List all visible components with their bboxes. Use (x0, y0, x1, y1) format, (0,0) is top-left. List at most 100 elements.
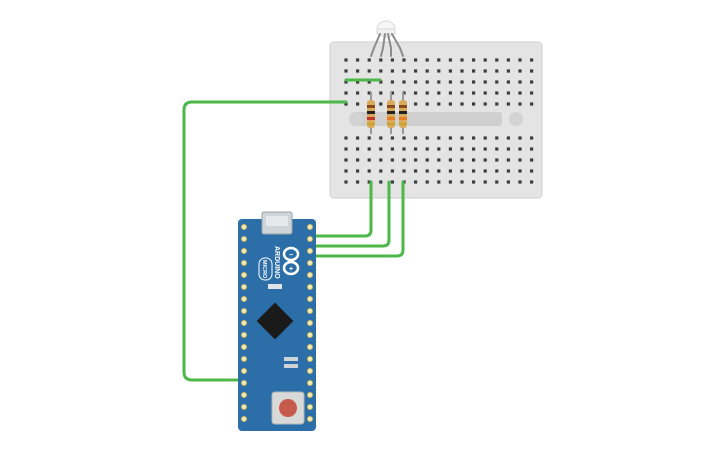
breadboard-hole[interactable] (483, 91, 487, 95)
header-pin[interactable] (306, 223, 313, 230)
breadboard-hole[interactable] (390, 147, 394, 151)
breadboard-hole[interactable] (483, 169, 487, 173)
breadboard-hole[interactable] (344, 180, 348, 184)
breadboard-hole[interactable] (390, 158, 394, 162)
breadboard-hole[interactable] (448, 80, 452, 84)
resistor-2[interactable] (387, 92, 395, 134)
breadboard-hole[interactable] (460, 102, 464, 106)
arduino-micro-board[interactable]: − + ARDUINO MICRO (238, 211, 316, 431)
breadboard-hole[interactable] (437, 169, 441, 173)
breadboard-hole[interactable] (425, 136, 429, 140)
breadboard-hole[interactable] (414, 102, 418, 106)
breadboard-hole[interactable] (472, 58, 476, 62)
breadboard-hole[interactable] (402, 169, 406, 173)
header-pin[interactable] (240, 415, 247, 422)
breadboard-hole[interactable] (356, 69, 360, 73)
breadboard-hole[interactable] (402, 69, 406, 73)
breadboard-hole[interactable] (448, 58, 452, 62)
breadboard-hole[interactable] (530, 91, 534, 95)
breadboard-hole[interactable] (344, 102, 348, 106)
breadboard-hole[interactable] (414, 58, 418, 62)
header-pin[interactable] (306, 403, 313, 410)
breadboard-hole[interactable] (367, 136, 371, 140)
breadboard-hole[interactable] (483, 102, 487, 106)
breadboard-hole[interactable] (530, 158, 534, 162)
breadboard-hole[interactable] (367, 80, 371, 84)
breadboard-hole[interactable] (495, 91, 499, 95)
header-pin[interactable] (240, 223, 247, 230)
breadboard-hole[interactable] (506, 80, 510, 84)
breadboard-hole[interactable] (495, 69, 499, 73)
resistor-3[interactable] (399, 92, 407, 134)
breadboard[interactable] (329, 41, 543, 199)
breadboard-hole[interactable] (448, 158, 452, 162)
breadboard-hole[interactable] (460, 91, 464, 95)
header-pin[interactable] (306, 391, 313, 398)
header-pin[interactable] (240, 331, 247, 338)
breadboard-hole[interactable] (437, 180, 441, 184)
breadboard-hole[interactable] (483, 136, 487, 140)
breadboard-hole[interactable] (437, 158, 441, 162)
breadboard-hole[interactable] (390, 58, 394, 62)
breadboard-hole[interactable] (379, 169, 383, 173)
breadboard-hole[interactable] (437, 58, 441, 62)
breadboard-hole[interactable] (518, 180, 522, 184)
breadboard-hole[interactable] (530, 102, 534, 106)
header-pin[interactable] (306, 343, 313, 350)
header-pin[interactable] (240, 295, 247, 302)
breadboard-hole[interactable] (472, 91, 476, 95)
breadboard-hole[interactable] (437, 80, 441, 84)
breadboard-hole[interactable] (530, 169, 534, 173)
breadboard-hole[interactable] (530, 147, 534, 151)
breadboard-hole[interactable] (367, 147, 371, 151)
breadboard-hole[interactable] (483, 80, 487, 84)
breadboard-hole[interactable] (344, 158, 348, 162)
breadboard-hole[interactable] (367, 180, 371, 184)
breadboard-hole[interactable] (506, 69, 510, 73)
breadboard-hole[interactable] (367, 158, 371, 162)
header-pin[interactable] (306, 355, 313, 362)
breadboard-hole[interactable] (344, 147, 348, 151)
header-pin[interactable] (240, 367, 247, 374)
breadboard-hole[interactable] (460, 80, 464, 84)
breadboard-hole[interactable] (379, 69, 383, 73)
breadboard-hole[interactable] (356, 158, 360, 162)
breadboard-hole[interactable] (448, 180, 452, 184)
header-pin[interactable] (240, 343, 247, 350)
breadboard-hole[interactable] (472, 69, 476, 73)
breadboard-hole[interactable] (518, 158, 522, 162)
breadboard-hole[interactable] (402, 158, 406, 162)
header-pin[interactable] (306, 283, 313, 290)
wire-red-channel[interactable] (308, 180, 373, 238)
breadboard-hole[interactable] (518, 69, 522, 73)
breadboard-hole[interactable] (460, 69, 464, 73)
breadboard-hole[interactable] (518, 91, 522, 95)
breadboard-hole[interactable] (425, 91, 429, 95)
breadboard-hole[interactable] (518, 169, 522, 173)
header-pin[interactable] (240, 355, 247, 362)
breadboard-hole[interactable] (460, 180, 464, 184)
breadboard-hole[interactable] (414, 136, 418, 140)
breadboard-hole[interactable] (506, 169, 510, 173)
breadboard-hole[interactable] (506, 136, 510, 140)
breadboard-hole[interactable] (390, 91, 394, 95)
breadboard-hole[interactable] (530, 136, 534, 140)
header-pin[interactable] (240, 283, 247, 290)
breadboard-hole[interactable] (379, 80, 383, 84)
breadboard-hole[interactable] (495, 80, 499, 84)
breadboard-hole[interactable] (506, 58, 510, 62)
breadboard-hole[interactable] (437, 136, 441, 140)
header-pin[interactable] (306, 379, 313, 386)
breadboard-hole[interactable] (379, 147, 383, 151)
breadboard-hole[interactable] (367, 169, 371, 173)
breadboard-hole[interactable] (344, 58, 348, 62)
breadboard-hole[interactable] (379, 180, 383, 184)
wire-green-channel[interactable] (308, 180, 391, 248)
breadboard-hole[interactable] (495, 102, 499, 106)
breadboard-hole[interactable] (518, 80, 522, 84)
breadboard-hole[interactable] (425, 69, 429, 73)
breadboard-hole[interactable] (448, 136, 452, 140)
breadboard-hole[interactable] (390, 80, 394, 84)
breadboard-hole[interactable] (425, 169, 429, 173)
breadboard-hole[interactable] (344, 91, 348, 95)
